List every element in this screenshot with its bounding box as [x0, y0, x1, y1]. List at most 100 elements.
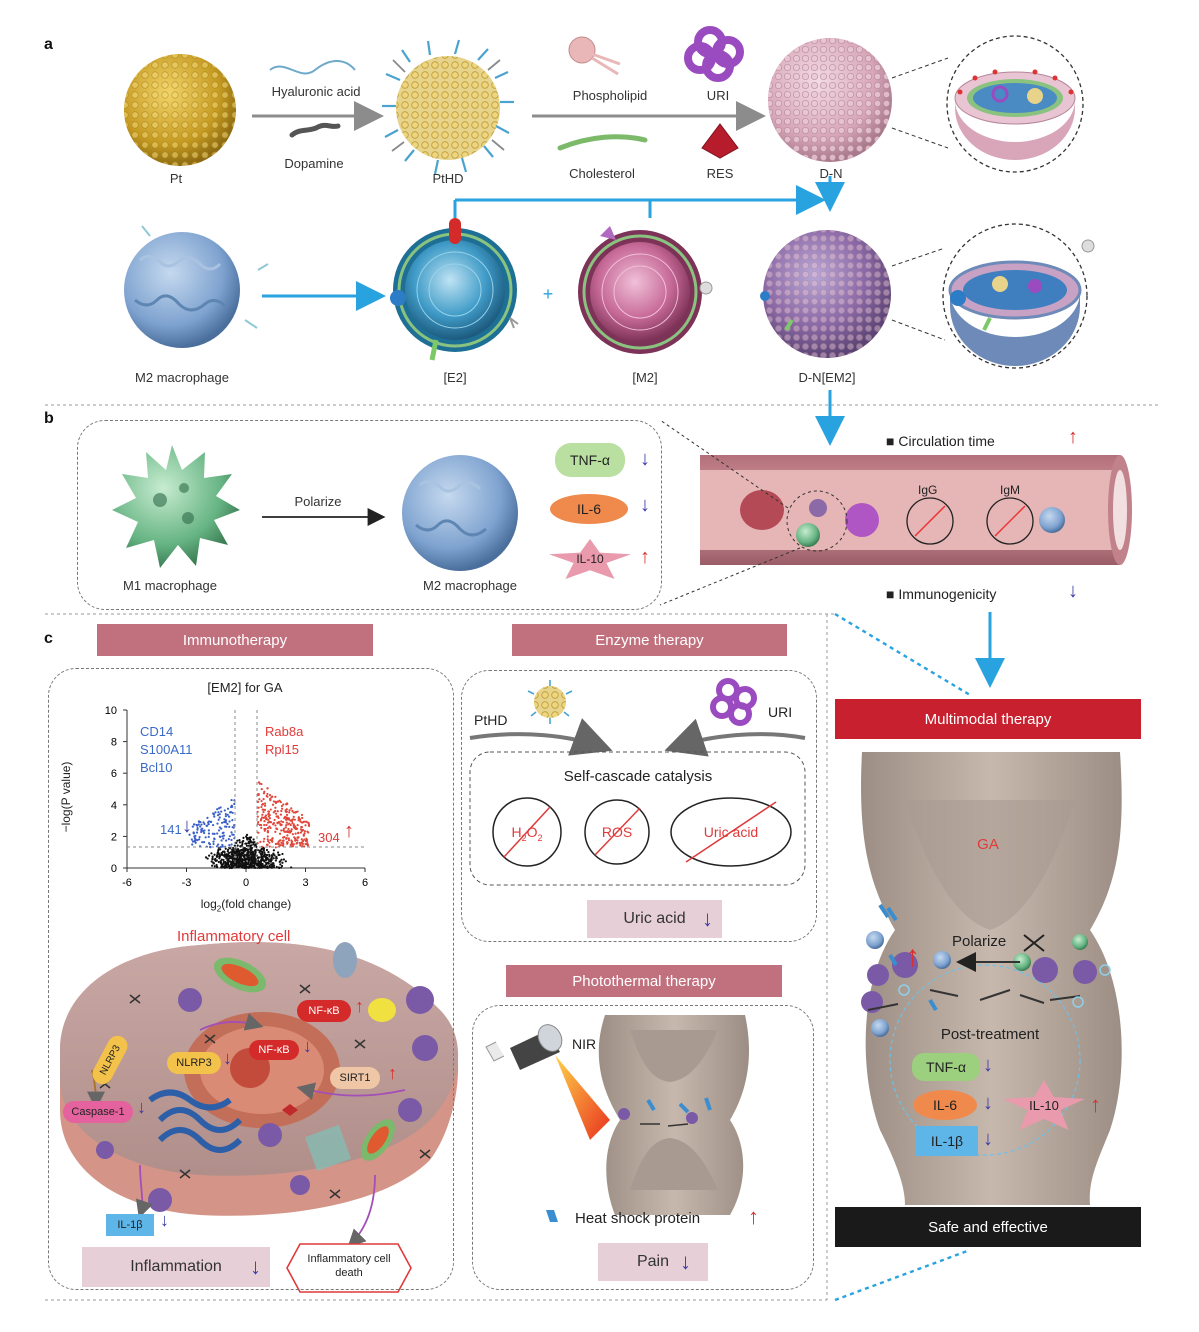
ns-point — [245, 836, 249, 840]
ns-point — [232, 846, 235, 850]
up-point — [300, 813, 304, 817]
down-point — [213, 838, 216, 841]
up-point — [289, 819, 292, 822]
plus-sign: + — [542, 284, 554, 304]
ns-point — [240, 853, 243, 856]
ns-point — [248, 836, 251, 839]
up-point — [258, 823, 262, 827]
down-point — [222, 834, 226, 837]
up-point — [257, 792, 260, 796]
x-tick-label: -6 — [122, 877, 132, 889]
circulation-up-icon: ↑ — [1068, 426, 1078, 448]
ns-point — [268, 853, 271, 856]
ns-point — [240, 859, 244, 863]
down-point — [213, 815, 216, 818]
down-point — [192, 832, 195, 835]
hyaluronic-acid-label: Hyaluronic acid — [271, 84, 361, 99]
up-point — [274, 812, 278, 815]
up-point — [268, 845, 271, 848]
ns-point — [281, 861, 284, 864]
ns-point — [280, 864, 284, 868]
ns-point — [210, 852, 213, 855]
res-icon — [701, 123, 739, 159]
up-point — [266, 838, 269, 841]
dnem2-label: D-N[EM2] — [798, 370, 856, 385]
ns-point — [263, 853, 267, 856]
up-point — [271, 837, 274, 840]
up-point — [268, 841, 271, 844]
ns-point — [281, 852, 284, 856]
ns-point — [245, 857, 248, 860]
dopamine-icon — [289, 122, 341, 138]
multimodal-il10-up-icon: ↑ — [1090, 1092, 1101, 1117]
ns-point — [280, 866, 283, 869]
down-point — [231, 826, 234, 829]
down-gene: CD14 — [140, 724, 174, 739]
down-point — [203, 822, 206, 826]
ns-point — [245, 833, 249, 836]
x-tick-label: 6 — [362, 877, 368, 889]
up-point — [292, 815, 295, 818]
pt-label: Pt — [169, 171, 183, 186]
up-point — [298, 841, 301, 845]
ns-point — [258, 851, 261, 854]
immunogenicity-label: ■ Immunogenicity — [886, 586, 997, 602]
ns-point — [227, 861, 230, 864]
up-point — [286, 830, 289, 833]
up-point — [289, 823, 292, 827]
ns-point — [220, 864, 224, 867]
inflammation-box: Inflammation — [82, 1247, 270, 1287]
sirt1-pill: SIRT1 — [330, 1067, 380, 1089]
ns-point — [249, 840, 252, 843]
ns-point — [261, 850, 264, 853]
ns-point — [223, 854, 226, 857]
up-point — [301, 816, 304, 820]
down-point — [231, 819, 234, 822]
pthd-small — [527, 680, 573, 724]
ros-label: ROS — [601, 824, 633, 840]
cascade-label: Self-cascade catalysis — [563, 768, 713, 785]
ns-point — [263, 864, 267, 867]
up-point — [284, 826, 287, 829]
up-point — [290, 839, 293, 842]
up-point — [273, 818, 276, 822]
up-point — [301, 839, 305, 843]
ns-point — [248, 864, 251, 867]
ns-point — [268, 855, 271, 858]
up-point — [274, 830, 277, 833]
down-point — [197, 823, 200, 826]
up-point — [288, 818, 291, 821]
x-tick-label: 3 — [302, 877, 308, 889]
down-point — [228, 844, 231, 847]
ns-point — [232, 850, 235, 854]
up-point — [299, 831, 302, 834]
ns-point — [219, 860, 222, 863]
down-point — [231, 833, 234, 836]
up-point — [288, 809, 291, 812]
up-point — [296, 841, 299, 845]
down-count: 141 — [160, 822, 182, 837]
down-point — [190, 838, 193, 841]
safe-effective-banner: Safe and effective — [835, 1207, 1141, 1247]
inflammatory-cell-title: Inflammatory cell — [177, 928, 291, 945]
ns-point — [212, 862, 215, 865]
ns-point — [211, 858, 214, 861]
down-point — [206, 821, 210, 824]
ns-point — [231, 848, 234, 851]
ns-point — [265, 866, 269, 869]
down-point — [211, 832, 214, 835]
up-point — [266, 787, 269, 790]
up-point — [261, 813, 264, 816]
down-point — [207, 832, 211, 835]
ns-point — [260, 848, 263, 851]
down-point — [212, 840, 215, 843]
up-point — [290, 807, 293, 810]
up-point — [274, 824, 277, 827]
cell-death-shape — [286, 1243, 412, 1293]
ns-point — [218, 853, 221, 856]
ns-point — [241, 842, 244, 846]
down-point — [203, 829, 206, 832]
ns-point — [272, 857, 275, 860]
up-point — [286, 818, 289, 821]
up-point — [286, 841, 289, 844]
